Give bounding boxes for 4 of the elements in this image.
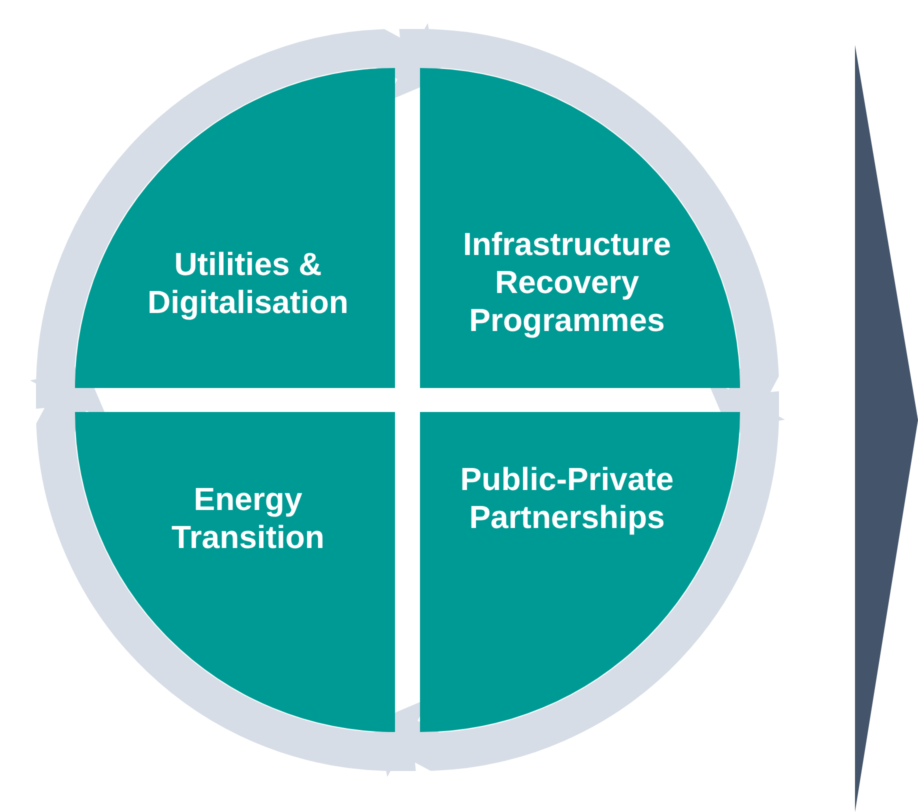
segment-label: Public-Private Partnerships: [459, 460, 675, 536]
segment-label: Energy Transition: [170, 480, 326, 556]
segment-label: Infrastructure Recovery Programmes: [462, 225, 672, 339]
segment-label: Utilities & Digitalisation: [146, 245, 350, 321]
